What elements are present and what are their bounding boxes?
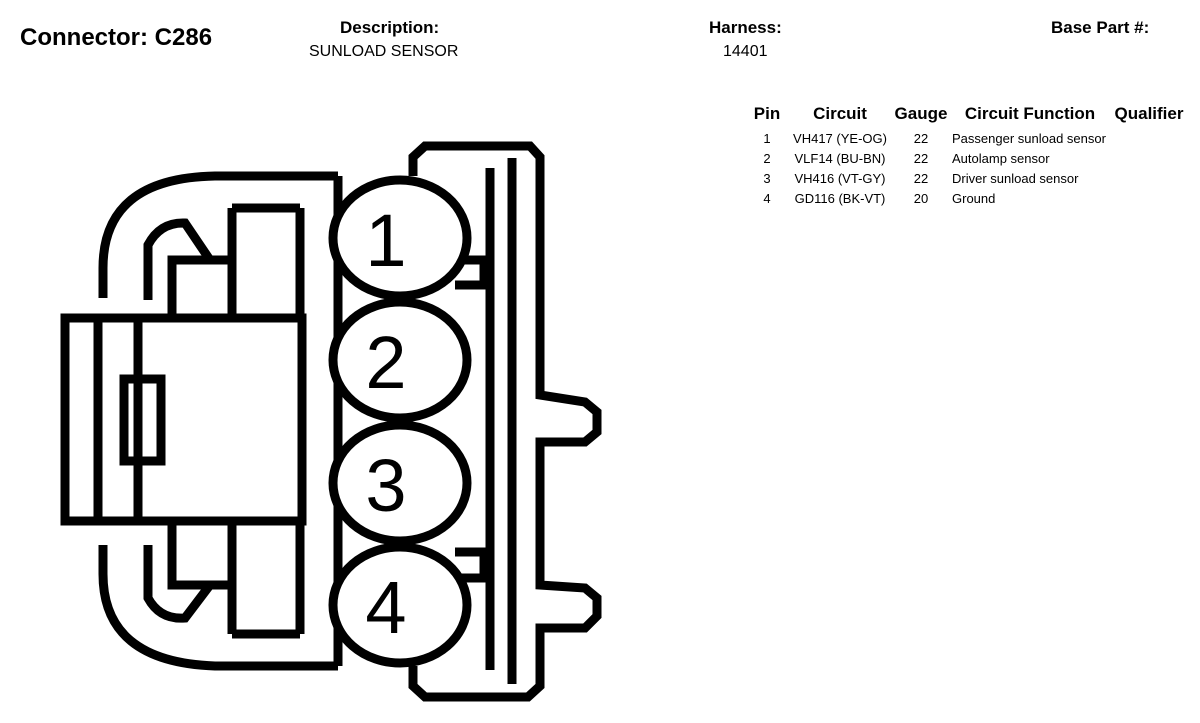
pin-cavity-4 [328, 542, 472, 668]
cell-circuit: GD116 (BK-VT) [794, 190, 886, 206]
connector-title: Connector: C286 [20, 24, 213, 51]
pin-label-3: 3 [365, 444, 406, 527]
pin-table-header: Pin Circuit Gauge Circuit Function Quali… [748, 104, 1186, 128]
cell-function: Passenger sunload sensor [952, 130, 1106, 146]
cell-circuit: VLF14 (BU-BN) [794, 150, 886, 166]
cell-qualifier [1112, 188, 1186, 208]
pin-table: Pin Circuit Gauge Circuit Function Quali… [748, 104, 1186, 208]
cell-function: Autolamp sensor [952, 150, 1050, 166]
cell-function: Driver sunload sensor [952, 170, 1079, 186]
description-label: Description: [340, 18, 440, 37]
table-row: 1 VH417 (YE-OG) 22 Passenger sunload sen… [748, 128, 1186, 148]
pin-cavity-3 [328, 420, 472, 546]
cell-circuit: VH416 (VT-GY) [794, 170, 886, 186]
cell-gauge: 22 [913, 130, 929, 146]
cell-gauge: 22 [913, 150, 929, 166]
pin-label-4: 4 [365, 566, 406, 649]
col-header-circuit-function: Circuit Function [964, 104, 1096, 123]
cell-circuit: VH417 (YE-OG) [793, 130, 887, 146]
cell-qualifier [1112, 168, 1186, 188]
cell-qualifier [1112, 148, 1186, 168]
description-value: SUNLOAD SENSOR [309, 43, 459, 60]
latch-slot [119, 374, 166, 466]
upper-clip [143, 203, 300, 300]
cell-gauge: 22 [913, 170, 929, 186]
table-row: 2 VLF14 (BU-BN) 22 Autolamp sensor [748, 148, 1186, 168]
cell-pin: 3 [763, 170, 771, 186]
harness-label: Harness: [709, 18, 782, 37]
pin-cavity-1 [328, 175, 472, 301]
right-shell [408, 141, 602, 702]
table-row: 4 GD116 (BK-VT) 20 Ground [748, 188, 1186, 208]
pin-label-1: 1 [365, 199, 406, 282]
table-row: 3 VH416 (VT-GY) 22 Driver sunload sensor [748, 168, 1186, 188]
col-header-qualifier: Qualifier [1114, 104, 1184, 123]
latch-block [60, 313, 307, 526]
col-header-gauge: Gauge [894, 104, 948, 123]
cell-pin: 4 [763, 190, 771, 206]
cell-qualifier [1112, 128, 1186, 148]
cell-pin: 1 [763, 130, 771, 146]
housing-outline [98, 171, 338, 671]
base-part-label: Base Part #: [1051, 18, 1150, 37]
harness-value: 14401 [723, 43, 768, 60]
cell-function: Ground [952, 190, 996, 206]
col-header-pin: Pin [753, 104, 781, 123]
col-header-circuit: Circuit [813, 104, 867, 123]
pin-cavity-2 [328, 297, 472, 423]
cell-pin: 2 [763, 150, 771, 166]
connector-face-diagram: 1 2 3 4 [60, 141, 602, 702]
pin-label-2: 2 [365, 321, 406, 404]
cell-gauge: 20 [913, 190, 929, 206]
lower-clip [143, 545, 300, 639]
